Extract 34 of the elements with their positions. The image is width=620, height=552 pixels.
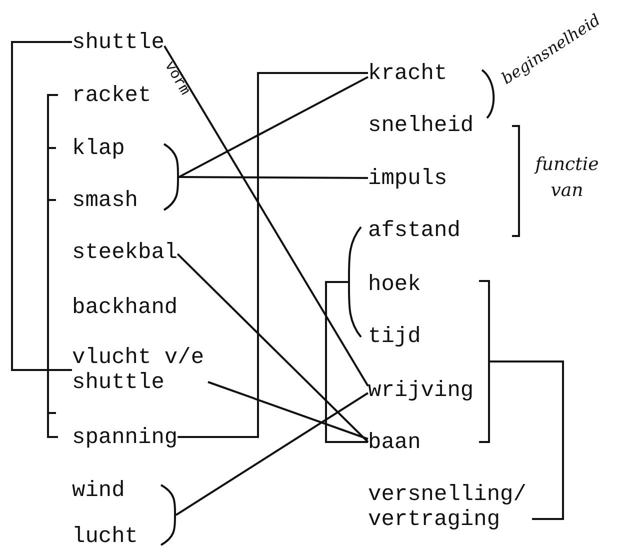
term-label: vlucht v/e shuttle	[72, 345, 208, 395]
term-label: shuttle	[72, 30, 164, 54]
annotation-text: functie van	[533, 153, 600, 203]
term-label: lucht	[72, 524, 138, 548]
term-label: hoek	[368, 272, 421, 296]
connector-line	[164, 45, 369, 387]
term-label: afstand	[368, 218, 460, 242]
term-label: baan	[368, 430, 421, 454]
connector-line	[490, 360, 564, 520]
term-label: wrijving	[368, 378, 474, 402]
term-label: racket	[72, 82, 152, 108]
connector-line	[175, 392, 369, 516]
term-label: spanning	[72, 424, 178, 450]
connector-line	[178, 72, 368, 438]
curly-brace	[163, 143, 179, 211]
connector-line	[11, 41, 72, 371]
term-label: impuls	[368, 166, 448, 190]
bracket	[479, 280, 490, 443]
term-label: kracht	[368, 60, 448, 86]
term-label: snelheid	[368, 112, 474, 138]
connector-line	[208, 381, 368, 440]
term-label: versnelling/ vertraging	[368, 482, 532, 532]
term-label: backhand	[72, 294, 178, 320]
curly-brace	[160, 484, 176, 546]
connector-line	[179, 176, 368, 179]
connector-line	[325, 281, 368, 443]
term-label: tijd	[368, 324, 421, 348]
term-label: wind	[72, 478, 125, 502]
curly-brace	[348, 226, 362, 338]
connector-line	[176, 253, 369, 443]
term-label: klap	[72, 136, 125, 160]
term-label: smash	[72, 188, 138, 212]
connector-line	[178, 76, 368, 178]
term-label: steekbal	[72, 240, 178, 264]
